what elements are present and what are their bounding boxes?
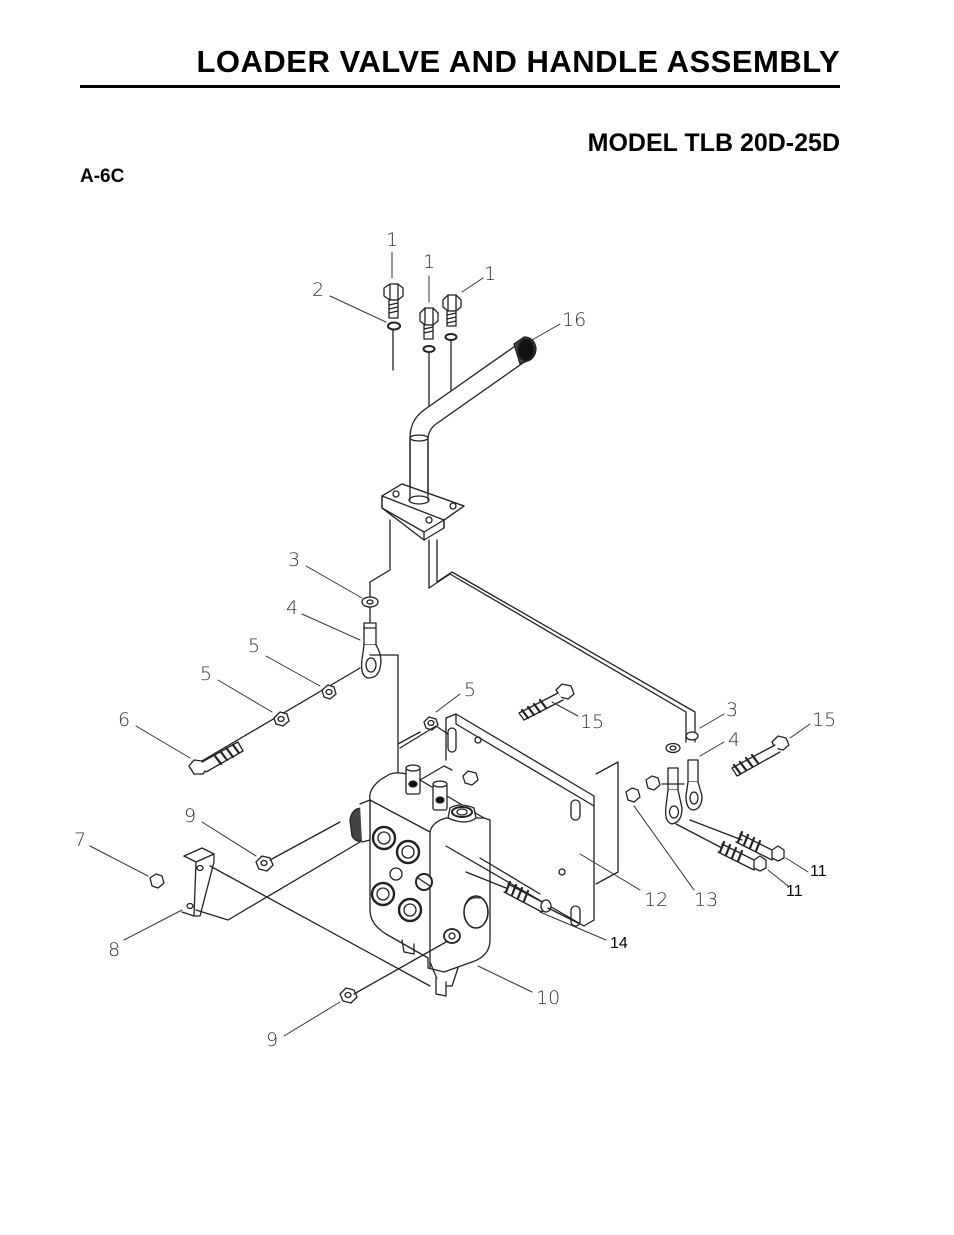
bolt-part-1c: [442, 294, 462, 327]
handle-part-16: [381, 336, 537, 541]
callout-7: 7: [74, 829, 86, 851]
callout-5a: 5: [248, 635, 260, 657]
clevis-part-4b: [664, 759, 703, 825]
nut-part-7: [149, 873, 165, 889]
callout-14: 14: [610, 935, 628, 952]
callout-15b: 15: [812, 709, 836, 731]
bushing-part-13a: [645, 775, 661, 791]
page-title: LOADER VALVE AND HANDLE ASSEMBLY: [196, 44, 840, 79]
callout-9a: 9: [184, 805, 196, 827]
bushing-part-13b: [625, 787, 641, 803]
washer-part-2: [387, 321, 401, 331]
model-label: MODEL TLB 20D-25D: [587, 129, 840, 157]
callout-8: 8: [108, 939, 120, 961]
callout-5c: 5: [464, 679, 476, 701]
washer-part-3b: [665, 742, 681, 754]
plate-part-12: [445, 713, 595, 927]
nut-near-plate: [462, 770, 479, 786]
callout-1b: 1: [423, 251, 435, 273]
callout-15a: 15: [580, 711, 604, 733]
nut-part-5a: [321, 684, 337, 700]
nut-part-5b: [273, 711, 290, 727]
clevis-part-4a: [360, 622, 382, 679]
callout-10: 10: [536, 987, 560, 1009]
callout-4b: 4: [728, 729, 740, 751]
washer-part-1c: [444, 333, 458, 341]
callout-11a: 11: [810, 863, 827, 880]
callout-2: 2: [312, 279, 324, 301]
nut-part-9a: [255, 855, 274, 872]
bolt-part-1b: [419, 307, 439, 340]
washer-part-3a: [361, 596, 379, 608]
bolt-part-1a: [383, 283, 404, 319]
callout-12: 12: [644, 889, 668, 911]
title-rule: [80, 85, 840, 88]
callout-3a: 3: [288, 549, 300, 571]
callout-1a: 1: [386, 229, 398, 251]
bracket-part-8: [181, 847, 215, 917]
figure-code: A-6C: [80, 166, 125, 187]
bolt-part-11a: [735, 830, 785, 862]
callout-16: 16: [562, 309, 586, 331]
callout-1c: 1: [484, 263, 496, 285]
callout-13: 13: [694, 889, 718, 911]
callout-11b: 11: [786, 883, 803, 900]
bolt-part-15b: [731, 735, 790, 777]
bolt-part-15a: [518, 683, 575, 721]
callout-4a: 4: [286, 597, 298, 619]
nut-part-9b: [339, 987, 358, 1004]
callout-6: 6: [118, 709, 130, 731]
callout-3b: 3: [726, 699, 738, 721]
bolt-part-14: [503, 880, 552, 913]
bolt-part-6: [188, 741, 244, 775]
nut-part-5c: [423, 716, 439, 731]
bolt-part-11b: [717, 840, 767, 872]
callout-9b: 9: [266, 1029, 278, 1051]
callout-5b: 5: [200, 663, 212, 685]
valve-body-part-10: [349, 764, 491, 997]
washer-part-1b: [422, 345, 436, 353]
